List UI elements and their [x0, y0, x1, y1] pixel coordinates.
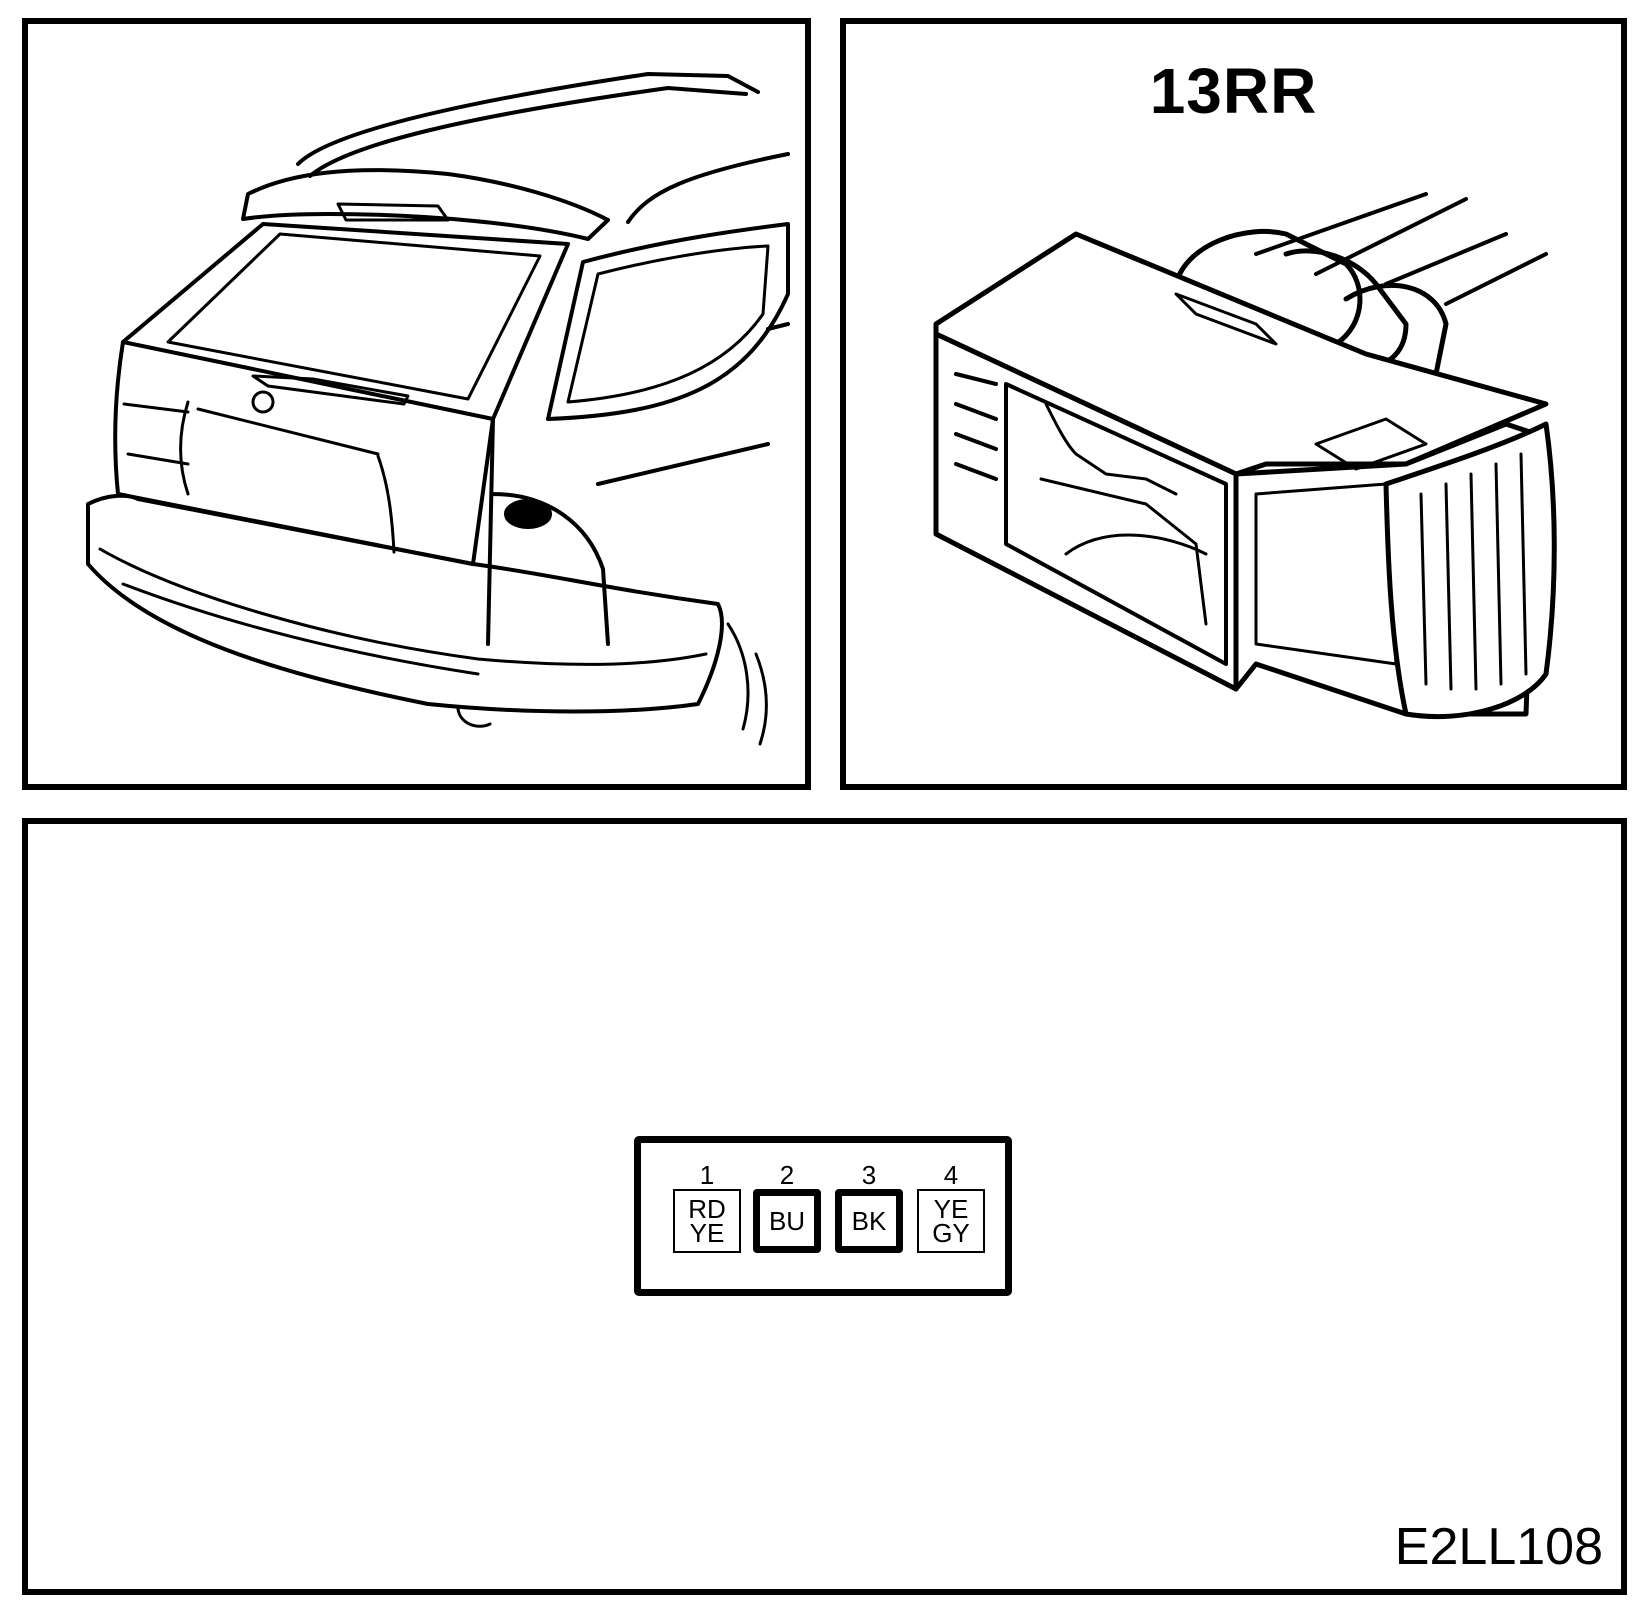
wire-color: RD	[688, 1194, 726, 1224]
wiring-connector-icon	[933, 192, 1557, 720]
wire-color: BK	[851, 1206, 887, 1236]
figure-reference-code: E2LL108	[1394, 1518, 1603, 1576]
connector-pinout: 1 RD YE 2 BU 3 BK 4 YE GY	[634, 1136, 1012, 1296]
pin-number: 4	[943, 1160, 959, 1190]
wire-color: YE	[689, 1218, 725, 1248]
pin-number: 2	[779, 1160, 795, 1190]
connector-illustration-panel: 13RR	[840, 18, 1627, 790]
pin-number: 3	[861, 1160, 877, 1190]
wire-color: BU	[768, 1206, 806, 1236]
vehicle-location-panel	[22, 18, 811, 790]
pin-color-box: BU	[753, 1189, 821, 1253]
pin-number: 1	[699, 1160, 715, 1190]
pin-3: 3 BK	[833, 1160, 905, 1253]
connector-title: 13RR	[1149, 55, 1318, 127]
pinout-panel: 1 RD YE 2 BU 3 BK 4 YE GY E2LL108	[22, 818, 1627, 1595]
pin-color-box: YE GY	[917, 1189, 985, 1253]
pin-color-box: BK	[835, 1189, 903, 1253]
wire-color: YE	[933, 1194, 969, 1224]
station-wagon-rear-view-icon	[86, 72, 790, 746]
pin-color-box: RD YE	[673, 1189, 741, 1253]
pin-4: 4 YE GY	[915, 1160, 987, 1253]
wire-color: GY	[932, 1218, 970, 1248]
pin-2: 2 BU	[751, 1160, 823, 1253]
pin-1: 1 RD YE	[671, 1160, 743, 1253]
